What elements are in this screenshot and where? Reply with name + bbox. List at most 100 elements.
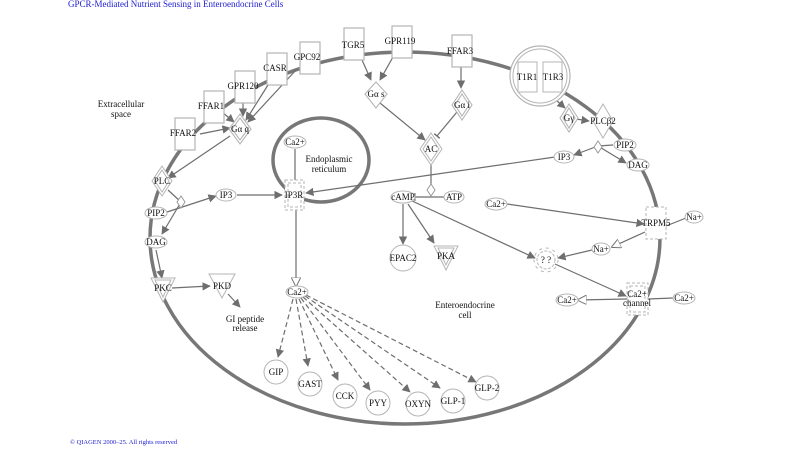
chem-ca-cyto[interactable]	[285, 285, 309, 299]
label-cck: CCK	[336, 391, 355, 401]
receptor-ffar1[interactable]	[203, 90, 225, 124]
label-ac: AC	[425, 144, 438, 154]
ca-channel-node[interactable]	[626, 282, 649, 316]
label-na-out: Na+	[686, 212, 702, 222]
edge-t1r-ggust	[555, 99, 566, 109]
chem-dag-right[interactable]	[626, 158, 650, 172]
chem-na-in[interactable]	[591, 242, 611, 256]
ac-node[interactable]	[419, 132, 443, 166]
label-casr: CASR	[263, 63, 287, 73]
plc-node[interactable]	[151, 165, 173, 197]
trpm5-node[interactable]	[645, 206, 667, 240]
edge-na-unknown	[557, 249, 593, 261]
edge-ffar2-gaq	[199, 125, 231, 135]
pkc-node[interactable]	[150, 277, 176, 304]
ip3r-node[interactable]	[284, 179, 305, 211]
label-pkd: PKD	[213, 281, 232, 291]
label-epac2: EPAC2	[390, 253, 417, 263]
edge-unknown-cachannel	[554, 263, 627, 297]
label-plcb2: PLCβ2	[590, 116, 616, 126]
peptide-oxyn[interactable]	[405, 391, 431, 417]
receptor-gpr119[interactable]	[391, 25, 413, 59]
label-cell-1: Enteroendocrine	[435, 300, 494, 310]
label-ca-er: Ca2+	[285, 137, 305, 147]
chem-dag-left[interactable]	[144, 235, 168, 249]
cell-membrane	[148, 50, 662, 426]
chem-pip2-left[interactable]	[144, 206, 168, 220]
edges	[155, 56, 687, 308]
label-trpm5: TRPM5	[641, 218, 671, 228]
label-oxyn: OXYN	[405, 399, 431, 409]
peptide-glp2[interactable]	[474, 375, 500, 401]
chem-ca-in[interactable]	[555, 293, 579, 307]
gprotein-ggust[interactable]	[559, 102, 579, 134]
label-extracellular-1: Extracellular	[98, 99, 144, 109]
split-node-ac	[426, 183, 436, 197]
chem-ip3-left[interactable]	[215, 188, 237, 202]
label-gpr120: GPR120	[227, 81, 259, 91]
label-gip: GIP	[269, 367, 284, 377]
chem-pip2-right[interactable]	[613, 138, 637, 152]
chem-ca-trpm5[interactable]	[484, 197, 508, 211]
label-dag-right: DAG	[628, 160, 648, 170]
label-er-2: reticulum	[312, 164, 347, 174]
receptor-ffar3[interactable]	[451, 34, 473, 68]
peptide-epac2[interactable]	[389, 244, 417, 272]
receptor-gpc92[interactable]	[299, 41, 321, 75]
chem-ca-er[interactable]	[283, 135, 307, 149]
edge-plcb2-dag	[597, 145, 627, 164]
chem-na-out[interactable]	[684, 210, 704, 224]
edge-cachannel-cain	[578, 299, 628, 300]
t1r-complex[interactable]	[509, 45, 571, 107]
label-camp: cAMP	[391, 192, 415, 202]
pka-node[interactable]	[433, 245, 459, 272]
label-ffar1: FFAR1	[198, 101, 224, 111]
edge-trpm5-na	[612, 231, 646, 247]
peptide-gast[interactable]	[297, 371, 323, 397]
chem-camp[interactable]	[390, 190, 416, 204]
gprotein-gaq[interactable]	[228, 113, 252, 145]
receptor-casr[interactable]	[266, 52, 288, 86]
edge-pkd-release	[227, 293, 241, 308]
label-pip2-left: PIP2	[147, 208, 165, 218]
label-ffar2: FFAR2	[170, 128, 196, 138]
label-glp2: GLP-2	[475, 383, 500, 393]
plcb2-node[interactable]	[592, 103, 614, 139]
label-ca-out: Ca2+	[674, 293, 694, 303]
gprotein-gai[interactable]	[451, 89, 473, 121]
label-ca-trpm5: Ca2+	[486, 199, 506, 209]
peptide-gip[interactable]	[263, 359, 289, 385]
peptide-pyy[interactable]	[365, 390, 391, 416]
receptor-ffar2[interactable]	[174, 117, 196, 151]
label-ca-channel-2: channel	[623, 298, 651, 308]
label-ip3-right: IP3	[558, 152, 571, 162]
label-gai: Gα i	[454, 100, 470, 110]
g-proteins	[228, 81, 579, 145]
edge-gpr119-gas	[379, 56, 394, 81]
edge-pip2l-ip3l	[166, 194, 217, 213]
gprotein-gas[interactable]	[364, 81, 388, 109]
label-t1r1: T1R1	[517, 72, 538, 82]
edge-ca-gast	[295, 298, 311, 367]
chem-ip3-right[interactable]	[553, 150, 575, 164]
label-ip3r: IP3R	[285, 190, 304, 200]
label-na-in: Na+	[593, 244, 609, 254]
label-gpr119: GPR119	[385, 36, 416, 46]
edge-ggust-plcb2	[575, 115, 590, 125]
pkd-node[interactable]	[208, 273, 236, 300]
peptide-cck[interactable]	[332, 383, 358, 409]
label-unknown: ? ?	[541, 255, 551, 265]
chem-ca-out[interactable]	[672, 291, 696, 305]
unknown-node-gear-icon[interactable]	[533, 247, 559, 273]
receptor-gpr120[interactable]	[234, 70, 256, 104]
receptor-tgr5[interactable]	[343, 27, 365, 61]
edge-ca-glp1	[304, 295, 441, 389]
peptide-glp1[interactable]	[440, 388, 466, 414]
edge-tgr5-gas	[361, 59, 372, 81]
edge-caout-cachannel	[647, 297, 674, 300]
edge-pkc-pkd	[171, 282, 211, 291]
label-ffar3: FFAR3	[447, 46, 474, 56]
label-pka: PKA	[437, 251, 456, 261]
label-ca-cyto: Ca2+	[287, 287, 307, 297]
chem-atp[interactable]	[443, 190, 465, 204]
